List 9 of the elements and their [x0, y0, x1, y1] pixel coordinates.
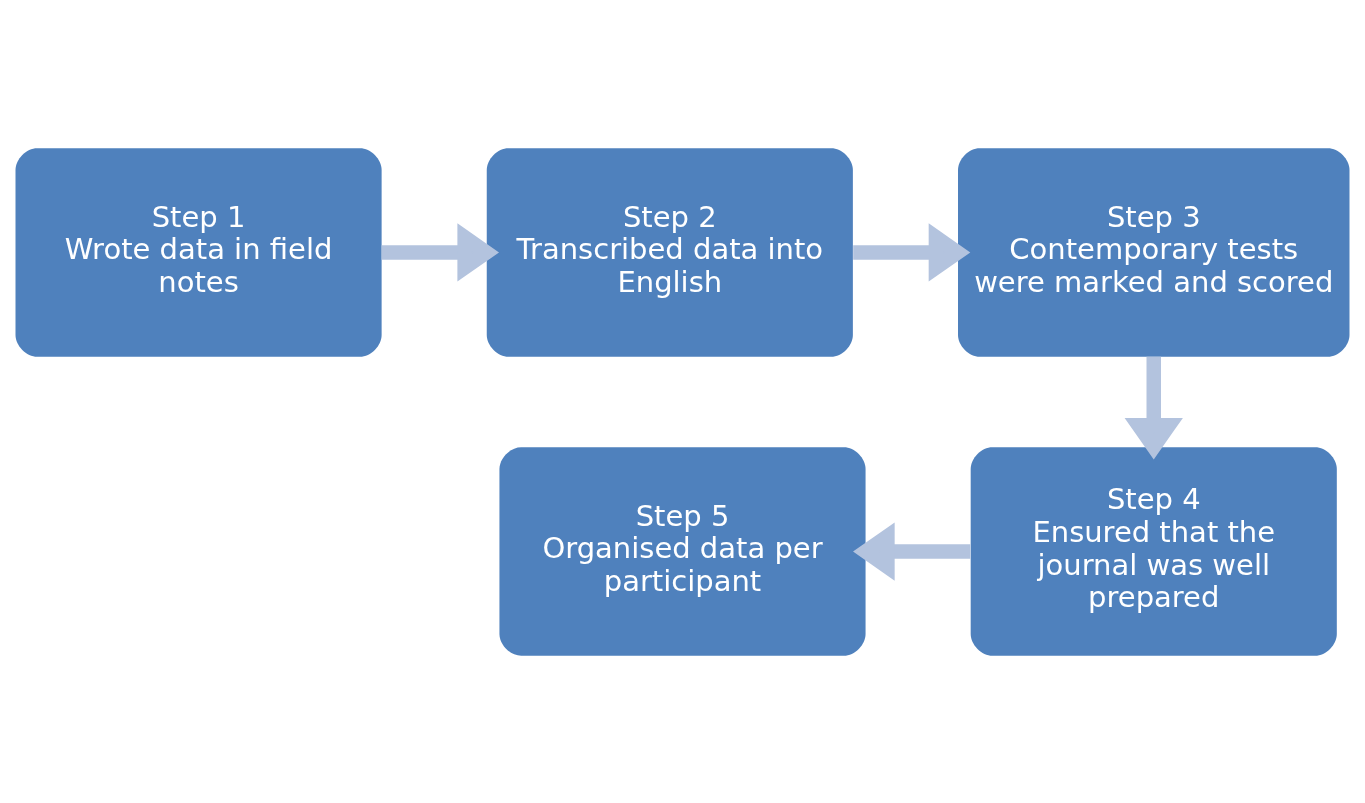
- arrow: [853, 521, 971, 581]
- node-box: Step 1 Wrote data in field notes: [15, 147, 382, 357]
- node-box: Step 3 Contemporary tests were marked and scored: [958, 147, 1350, 357]
- arrow: [853, 222, 971, 282]
- node-box: Step 2 Transcribed data into English: [486, 147, 853, 357]
- arrow: [381, 222, 500, 282]
- arrow: [1124, 356, 1183, 460]
- node-box: Step 5 Organised data per participant: [499, 446, 866, 656]
- node-box: Step 4 Ensured that the journal was well prepared: [970, 446, 1337, 656]
